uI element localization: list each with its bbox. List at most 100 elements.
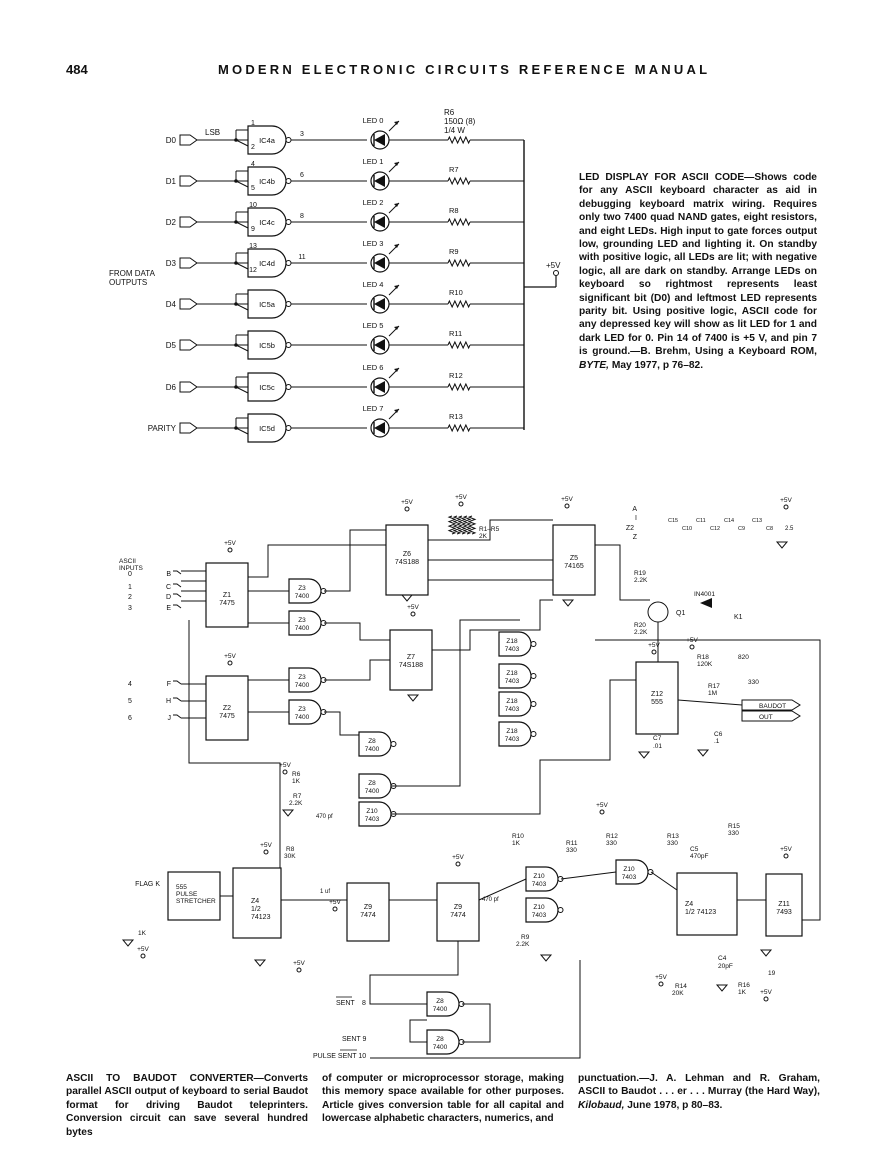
r17-value: 1M — [708, 690, 717, 697]
resistor-label: R12 — [449, 371, 463, 380]
pin-number: 13 — [249, 243, 257, 250]
baudot-out-label: BAUDOT — [759, 703, 786, 710]
input-letter: B — [166, 571, 171, 578]
r6-power: 1/4 W — [444, 126, 465, 135]
capacitor-label: C15 — [668, 518, 678, 524]
chip-label: 7400 — [433, 1006, 448, 1013]
r19-label: R19 — [634, 570, 646, 577]
input-connector — [179, 134, 198, 146]
input-letter: F — [167, 681, 171, 688]
led-light-arrow — [394, 162, 399, 166]
wire — [595, 639, 821, 921]
connector-label: I — [635, 515, 637, 522]
led-diode-triangle — [374, 134, 385, 146]
input-letter: D — [166, 594, 171, 601]
resistor — [447, 176, 471, 186]
chip-label: 7400 — [295, 625, 310, 632]
input-arrow — [173, 570, 182, 575]
supply-terminal — [651, 649, 657, 655]
chip-label: 7400 — [433, 1044, 448, 1051]
z12-timer — [635, 661, 679, 735]
pin-label: 8 — [362, 1000, 366, 1007]
chip-label: 74S188 — [399, 662, 423, 669]
supply-terminal — [658, 981, 664, 987]
supply-label: +5V — [596, 802, 608, 809]
page-number: 484 — [66, 62, 88, 77]
supply-label: +5V — [546, 261, 561, 270]
bit-number: 5 — [128, 698, 132, 705]
supply-label: +5V — [780, 497, 792, 504]
led-label: LED 0 — [363, 116, 384, 125]
wire — [432, 599, 553, 651]
resistor — [447, 217, 471, 227]
supply-label: +5V — [224, 540, 236, 547]
z4-monostable — [232, 867, 282, 939]
wire — [478, 878, 527, 901]
led-diode-triangle — [374, 257, 385, 269]
supply-terminal — [404, 506, 410, 512]
baudot-caption-text3: punctuation.—J. A. Lehman and R. Graham,… — [578, 1073, 820, 1098]
r18-value: 120K — [697, 661, 713, 668]
pin-number: 12 — [249, 267, 257, 274]
led-label: LED 6 — [363, 363, 384, 372]
ground-symbol — [253, 959, 267, 967]
capacitor-value: 470 pf — [316, 814, 333, 820]
input-letter: C — [166, 584, 171, 591]
chip-label: Z10 — [366, 808, 378, 815]
value-label: 2.5 — [785, 526, 794, 532]
wire — [235, 427, 249, 435]
pin-number: 10 — [249, 202, 257, 209]
ground-symbol — [121, 939, 135, 947]
chip-label: 1/2 74123 — [685, 909, 716, 916]
led-display-schematic: FROM DATA OUTPUTS LSB R6 150Ω (8) 1/4 W … — [109, 108, 561, 443]
ground-symbol — [715, 984, 729, 992]
input-letter: E — [166, 605, 171, 612]
ground-symbol — [561, 599, 575, 607]
r7-label: R7 — [293, 793, 302, 800]
inverter-bubble — [390, 741, 397, 747]
supply-terminal — [332, 906, 338, 912]
input-letter: J — [168, 715, 172, 722]
chip-label: 7475 — [219, 600, 235, 607]
supply-terminal — [410, 611, 416, 617]
chip-label: Z18 — [506, 728, 518, 735]
transistor-q1 — [647, 601, 669, 623]
ground-symbol — [637, 751, 651, 759]
chip-label: Z9 — [454, 904, 462, 911]
capacitor-label: C8 — [766, 526, 773, 532]
r11-label: R11 — [566, 840, 578, 847]
supply-terminal — [282, 769, 288, 775]
baudot-caption-col2: of computer or microprocessor storage, m… — [322, 1073, 564, 1125]
chip-label: Z9 — [364, 904, 372, 911]
chip-label: 7474 — [360, 912, 376, 919]
chip-label: 7475 — [219, 713, 235, 720]
chip-label: Z4 — [685, 901, 693, 908]
inverter-bubble — [557, 907, 564, 913]
supply-label: +5V — [401, 499, 413, 506]
baudot-caption-col1: ASCII TO BAUDOT CONVERTER—Converts paral… — [66, 1072, 308, 1138]
chip-label: 7474 — [450, 912, 466, 919]
chip-label: 555 — [651, 699, 663, 706]
chip-label: 7403 — [505, 646, 520, 653]
wire — [235, 344, 249, 352]
data-input-label: D4 — [166, 300, 177, 309]
r15-value: 330 — [728, 830, 739, 837]
inverter-bubble — [530, 641, 537, 647]
led-caption-title: LED DISPLAY FOR ASCII CODE— — [579, 172, 755, 183]
r1-r5-value: 2K — [479, 533, 488, 540]
chip-label: 7403 — [505, 678, 520, 685]
chip-label: Z18 — [506, 698, 518, 705]
bit-number: 2 — [128, 594, 132, 601]
chip-label: Z4 — [251, 898, 259, 905]
r14-value: 20K — [672, 990, 684, 997]
ground-symbol — [539, 954, 553, 962]
resistor-label: R11 — [449, 329, 462, 338]
z9-flipflop-a — [346, 882, 390, 942]
gate-label: IC4d — [259, 259, 275, 268]
ground-symbol — [696, 749, 710, 757]
pin-number: 11 — [298, 254, 305, 261]
chip-label: Z3 — [298, 617, 306, 624]
wire — [324, 659, 390, 681]
supply-terminal — [783, 853, 789, 859]
